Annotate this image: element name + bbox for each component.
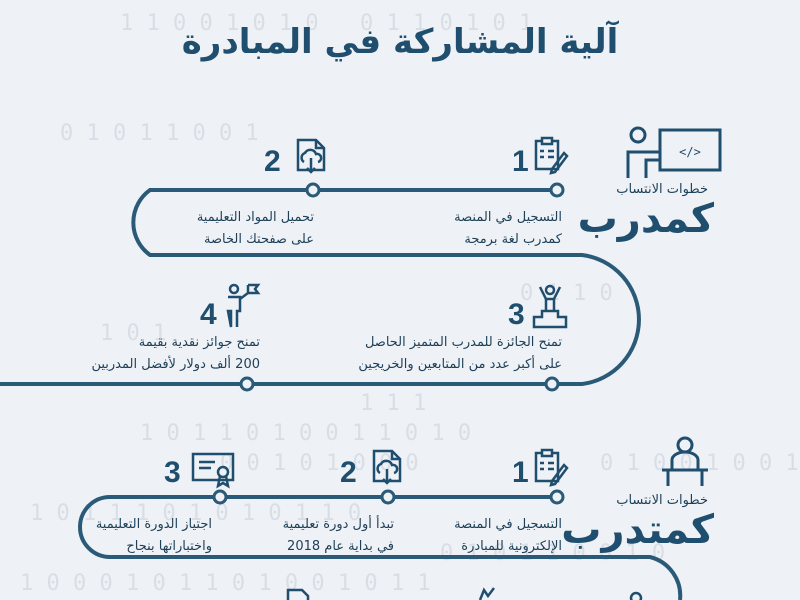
svg-text:0 1 0 1 1 0 0 1: 0 1 0 1 1 0 0 1 xyxy=(60,121,259,146)
trainer-presenter-icon: </> xyxy=(626,126,722,178)
trainer-step-2-line2: على صفحتك الخاصة xyxy=(204,232,314,247)
clipboard-pencil-icon xyxy=(534,448,569,487)
document-icon xyxy=(286,588,310,600)
svg-text:1 0 1 1 0 1 0 0 1 1 0 1 0: 1 0 1 1 0 1 0 0 1 1 0 1 0 xyxy=(140,421,471,446)
trainee-step-1-line1: التسجيل في المنصة xyxy=(454,517,562,532)
certificate-icon xyxy=(191,452,235,489)
svg-text:0 0 1 0 1 0 0 0: 0 0 1 0 1 0 0 0 xyxy=(220,451,419,476)
trainee-step-2-line2: في بداية عام 2018 xyxy=(287,539,394,554)
trainer-step-3-line2: على أكبر عدد من المتابعين والخريجين xyxy=(358,357,562,372)
trainer-step-1-line2: كمدرب لغة برمجة xyxy=(464,232,562,247)
svg-text:0 1 1 0: 0 1 1 0 xyxy=(520,281,613,306)
trainee-step-3-line1: اجتياز الدورة التعليمية xyxy=(95,517,212,532)
svg-text:1 1 1: 1 1 1 xyxy=(360,391,426,416)
trainer-step-1-line1: التسجيل في المنصة xyxy=(454,210,562,225)
trainee-step-1-number: 1 xyxy=(512,456,529,489)
trainee-step-3-text: اجتياز الدورة التعليمية واختباراتها بنجا… xyxy=(12,514,212,558)
trainer-step-2-number: 2 xyxy=(264,145,281,178)
trainee-step-1-text: التسجيل في المنصة الإلكترونية للمبادرة xyxy=(362,514,562,558)
trainee-role-heading: كمتدرب xyxy=(561,507,714,553)
trainee-step-1-line2: الإلكترونية للمبادرة xyxy=(461,539,562,554)
person-flag-icon xyxy=(226,283,261,328)
svg-text:0 1 0 1 1 0 0 1 0: 0 1 0 1 1 0 0 1 0 xyxy=(440,541,665,566)
trainee-step-3-line2: واختباراتها بنجاح xyxy=(126,539,212,554)
winner-podium-icon xyxy=(532,284,568,329)
svg-text:1 1 0 0 1 0 1 0: 1 1 0 0 1 0 1 0 xyxy=(120,11,319,36)
trainer-step-1-number: 1 xyxy=(512,145,529,178)
trainer-step-2-text: تحميل المواد التعليمية على صفحتك الخاصة xyxy=(114,207,314,251)
document-upload-icon xyxy=(372,449,402,485)
trainer-role-heading: كمدرب xyxy=(577,196,714,242)
trainee-student-icon xyxy=(662,436,708,486)
trainer-subtitle: خطوات الانتساب xyxy=(616,182,708,197)
trainer-step-4-line1: تمنح جوائز نقدية بقيمة xyxy=(138,335,260,350)
document-upload-icon xyxy=(296,138,326,174)
trainer-step-2-line1: تحميل المواد التعليمية xyxy=(196,210,314,225)
trainee-step-3-number: 3 xyxy=(164,456,181,489)
person-icon xyxy=(629,591,643,600)
svg-text:1 0 0 0 1 0 1 1 0 1 0 0 1 0 1: 1 0 0 0 1 0 1 1 0 1 0 0 1 0 1 1 xyxy=(20,571,431,596)
svg-text:</>: </> xyxy=(679,145,701,159)
star-person-icon xyxy=(478,587,495,600)
trainer-step-3-number: 3 xyxy=(508,298,525,331)
trainee-step-2-text: تبدأ أول دورة تعليمية في بداية عام 2018 xyxy=(194,514,394,558)
trainer-step-4-line2: 200 ألف دولار لأفضل المدربين xyxy=(91,357,260,372)
trainer-step-4-text: تمنح جوائز نقدية بقيمة 200 ألف دولار لأف… xyxy=(60,332,260,376)
trainer-step-3-line1: تمنح الجائزة للمدرب المتميز الحاصل xyxy=(364,335,562,350)
trainer-step-4-number: 4 xyxy=(200,298,217,331)
trainee-step-2-line1: تبدأ أول دورة تعليمية xyxy=(282,517,394,532)
trainer-step-1-text: التسجيل في المنصة كمدرب لغة برمجة xyxy=(362,207,562,251)
trainer-step-3-text: تمنح الجائزة للمدرب المتميز الحاصل على أ… xyxy=(358,332,562,376)
trainee-step-2-number: 2 xyxy=(340,456,357,489)
clipboard-pencil-icon xyxy=(534,136,569,175)
svg-text:0 1 1 0 1 0 1: 0 1 1 0 1 0 1 xyxy=(360,11,532,36)
trainee-subtitle: خطوات الانتساب xyxy=(616,493,708,508)
page-title: آلية المشاركة في المبادرة xyxy=(181,22,619,62)
svg-text:1 0 1: 1 0 1 xyxy=(100,321,166,346)
